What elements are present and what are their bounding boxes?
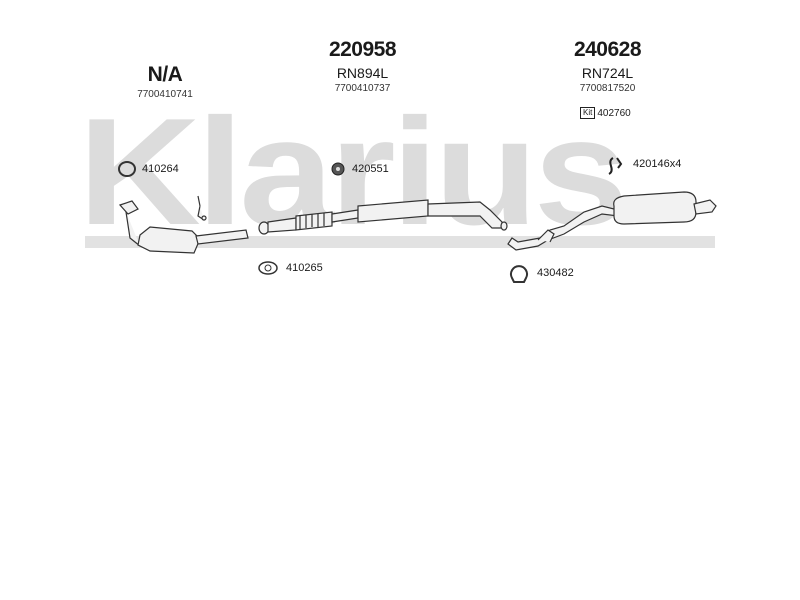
front-pipe-part xyxy=(258,199,508,235)
hanger-clip-icon xyxy=(608,157,623,175)
oe-number: 7700410741 xyxy=(137,89,193,100)
fitting-label: 410265 xyxy=(286,262,323,274)
group-rear-silencer: 240628 RN724L 7700817520 xyxy=(560,38,655,94)
part-number: 240628 xyxy=(573,38,642,61)
pipe-clamp-icon xyxy=(510,265,528,283)
flange-gasket-icon xyxy=(258,261,278,275)
part-number: N/A xyxy=(147,63,183,86)
fitting-label: 420551 xyxy=(352,163,389,175)
fitting-kit: Kit 402760 xyxy=(580,107,631,119)
kit-number: 402760 xyxy=(597,107,631,119)
group-catalytic-converter: N/A 7700410741 xyxy=(120,63,210,100)
catalytic-converter-part xyxy=(118,195,249,254)
part-number: 220958 xyxy=(328,38,397,61)
fitting-label: 430482 xyxy=(537,267,574,279)
fitting-label: 410264 xyxy=(142,163,179,175)
reference-code: RN724L xyxy=(581,65,634,81)
oe-number: 7700410737 xyxy=(334,83,391,94)
gasket-ring-icon xyxy=(118,161,136,177)
group-front-pipe: 220958 RN894L 7700410737 xyxy=(315,38,410,94)
reference-code: RN894L xyxy=(336,65,389,81)
oe-number: 7700817520 xyxy=(579,83,636,94)
klarius-watermark: Klarius xyxy=(78,87,628,257)
rubber-mount-icon xyxy=(331,162,345,176)
fitting-label: 420146x4 xyxy=(633,158,682,170)
rear-silencer-part xyxy=(507,191,717,251)
kit-icon: Kit xyxy=(580,107,596,119)
